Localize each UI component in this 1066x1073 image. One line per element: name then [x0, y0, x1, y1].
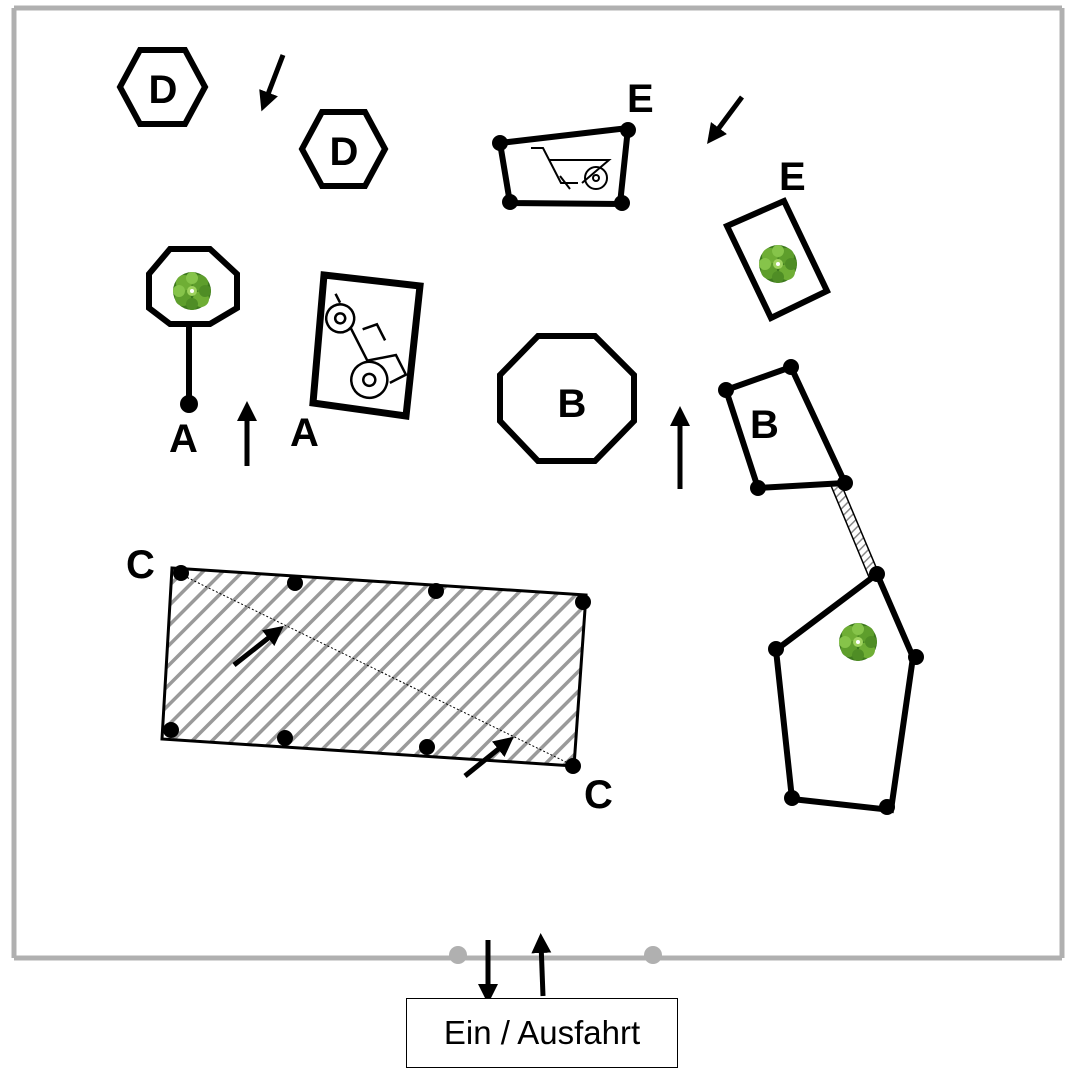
tree-icon	[759, 245, 797, 283]
label-e-2: E	[779, 155, 806, 199]
label-d-1: D	[149, 68, 178, 112]
arrow-icon	[541, 943, 543, 996]
label-b-1: B	[558, 382, 587, 426]
station-d-1: D	[120, 50, 205, 124]
station-c	[162, 565, 591, 774]
tractor-area	[311, 275, 420, 416]
label-c-1: C	[126, 543, 155, 587]
label-c-2: C	[584, 773, 613, 817]
wheelbarrow-area	[492, 122, 636, 211]
tree-post-a	[149, 249, 237, 413]
label-e-1: E	[627, 77, 654, 121]
label-b-2: B	[750, 403, 779, 447]
tree-bed-e	[727, 201, 827, 318]
arrow-icon	[713, 97, 742, 136]
label-d-2: D	[330, 130, 359, 174]
tree-bed-pentagon	[768, 566, 924, 815]
direction-arrows	[234, 55, 742, 996]
label-a-1: A	[169, 417, 198, 461]
station-d-2: D	[302, 112, 385, 186]
gate-post-left	[449, 946, 467, 964]
gate-post-right	[644, 946, 662, 964]
tree-icon	[839, 623, 877, 661]
station-b-1: B	[500, 336, 634, 461]
tree-icon	[173, 272, 211, 310]
arrow-icon	[265, 55, 283, 102]
entrance-label: Ein / Ausfahrt	[406, 998, 678, 1068]
label-a-2: A	[290, 411, 319, 455]
